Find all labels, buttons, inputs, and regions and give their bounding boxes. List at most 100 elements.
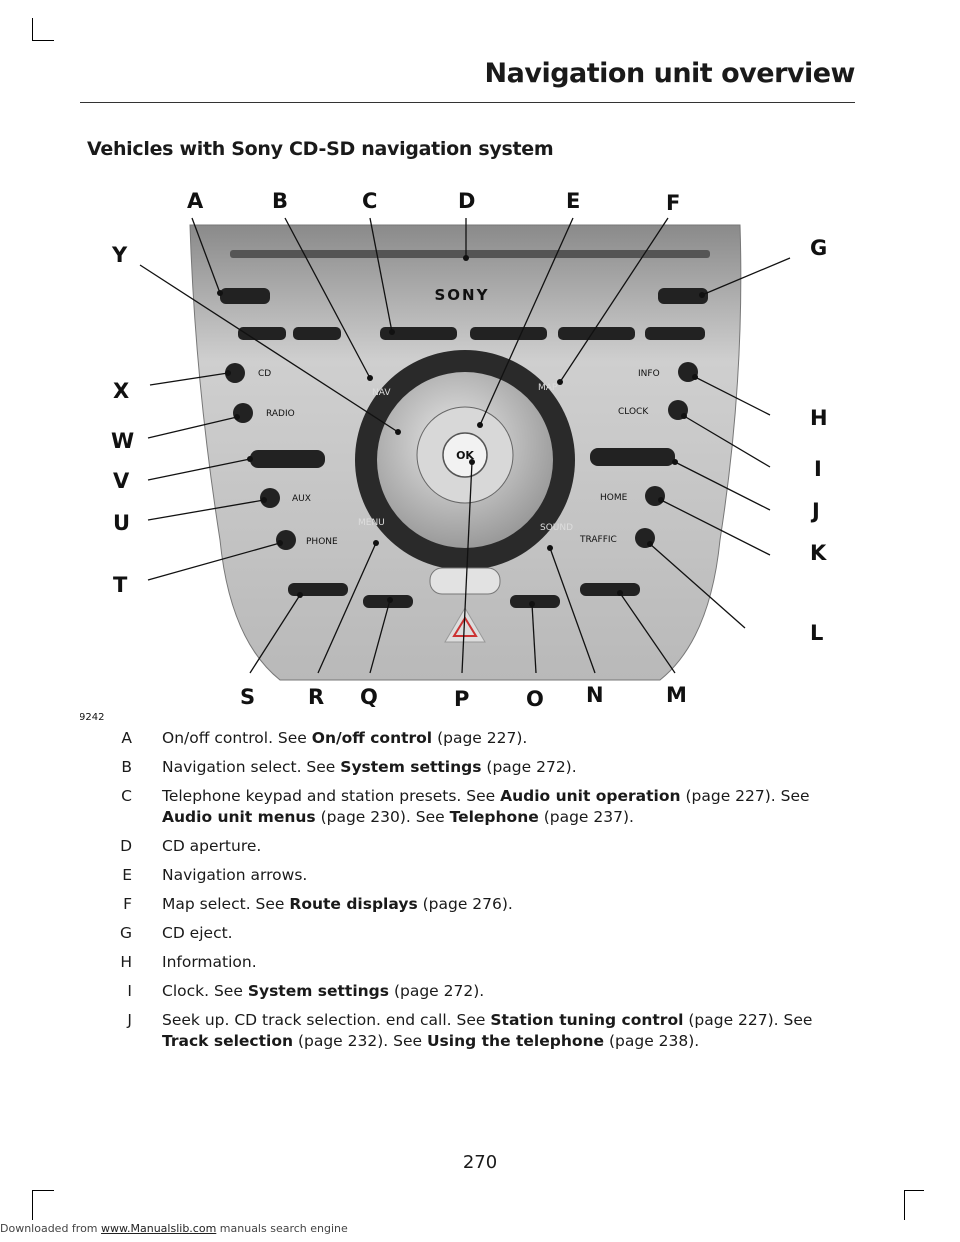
description-text: (page 227). See [683,1011,812,1029]
legend-description: Telephone keypad and station presets. Se… [162,786,860,828]
home-label: HOME [600,493,628,503]
title-rule [80,102,855,103]
callout-a: A [187,189,204,213]
radio-button [233,403,253,423]
info-label: INFO [638,369,660,379]
cross-reference: System settings [340,758,481,776]
callout-y: Y [111,243,128,267]
legend-letter: I [110,981,132,1002]
callout-c: C [362,189,377,213]
description-text: (page 227). See [681,787,810,805]
legend-description: Seek up. CD track selection. end call. S… [162,1010,860,1052]
preset-button [288,583,348,596]
callout-d: D [458,189,475,213]
home-button [645,486,665,506]
description-text: (page 227). [432,729,527,747]
description-text: Navigation arrows. [162,866,307,884]
download-footer: Downloaded from www.Manualslib.com manua… [0,1222,348,1235]
description-text: Clock. See [162,982,248,1000]
preset-button [510,595,560,608]
legend-description: Map select. See Route displays (page 276… [162,894,860,915]
legend-letter: D [110,836,132,857]
callout-n: N [586,683,604,707]
description-text: (page 272). [389,982,484,1000]
callout-w: W [111,429,134,453]
page-number: 270 [0,1152,960,1173]
description-text: (page 276). [418,895,513,913]
description-text: Telephone keypad and station presets. Se… [162,787,500,805]
callout-x: X [113,379,129,403]
preset-button [580,583,640,596]
lock-button [430,568,500,594]
legend-description: Information. [162,952,860,973]
seek-up-button [590,448,675,466]
keypad-key [470,327,547,340]
keypad-key [558,327,635,340]
brand-logo: SONY [435,286,490,304]
cross-reference: Audio unit operation [500,787,680,805]
legend-list: A On/off control. See On/off control (pag… [110,728,860,1060]
description-text: Information. [162,953,257,971]
cross-reference: Station tuning control [490,1011,683,1029]
legend-letter: F [110,894,132,915]
clock-label: CLOCK [618,407,649,417]
menu-label: MENU [358,518,385,528]
description-text: CD eject. [162,924,233,942]
legend-item: C Telephone keypad and station presets. S… [110,786,860,828]
callout-p: P [454,687,469,711]
callout-l: L [810,621,823,645]
callout-k: K [810,541,827,565]
legend-letter: C [110,786,132,828]
callout-b: B [272,189,288,213]
legend-item: I Clock. See System settings (page 272). [110,981,860,1002]
navigation-unit-figure: SONY CD RADIO AUX PHONE INFO CLOCK HOME … [80,180,860,720]
legend-description: Navigation arrows. [162,865,860,886]
description-text: (page 238). [604,1032,699,1050]
description-text: Seek up. CD track selection. end call. S… [162,1011,490,1029]
legend-letter: B [110,757,132,778]
cross-reference: Track selection [162,1032,293,1050]
sound-label: SOUND [540,523,573,533]
legend-letter: H [110,952,132,973]
legend-item: D CD aperture. [110,836,860,857]
description-text: On/off control. See [162,729,312,747]
cross-reference: Using the telephone [427,1032,604,1050]
legend-description: CD aperture. [162,836,860,857]
callout-g: G [810,236,827,260]
phone-button [276,530,296,550]
legend-letter: J [110,1010,132,1052]
callout-r: R [308,685,324,709]
description-text: (page 230). See [316,808,450,826]
seek-down-button [250,450,325,468]
description-text: (page 237). [539,808,634,826]
legend-description: On/off control. See On/off control (page… [162,728,860,749]
cross-reference: Audio unit menus [162,808,316,826]
section-heading: Vehicles with Sony CD-SD navigation syst… [87,138,553,160]
aux-label: AUX [292,494,311,504]
callout-m: M [666,683,687,707]
manualslib-link[interactable]: www.Manualslib.com [101,1222,216,1235]
legend-item: F Map select. See Route displays (page 27… [110,894,860,915]
legend-description: CD eject. [162,923,860,944]
description-text: Navigation select. See [162,758,340,776]
legend-item: G CD eject. [110,923,860,944]
cross-reference: On/off control [312,729,432,747]
nav-label: NAV [372,388,391,398]
legend-description: Navigation select. See System settings (… [162,757,860,778]
legend-item: J Seek up. CD track selection. end call. … [110,1010,860,1052]
callout-q: Q [360,685,378,709]
callout-t: T [113,573,128,597]
image-code: E129242 [80,712,105,720]
map-label: MAP [538,383,558,393]
keypad-key [645,327,705,340]
legend-item: B Navigation select. See System settings … [110,757,860,778]
description-text: (page 272). [481,758,576,776]
footer-suffix: manuals search engine [216,1222,347,1235]
callout-h: H [810,406,828,430]
legend-description: Clock. See System settings (page 272). [162,981,860,1002]
legend-letter: A [110,728,132,749]
traffic-label: TRAFFIC [579,535,617,545]
description-text: Map select. See [162,895,289,913]
page-title: Navigation unit overview [80,58,855,89]
legend-letter: G [110,923,132,944]
